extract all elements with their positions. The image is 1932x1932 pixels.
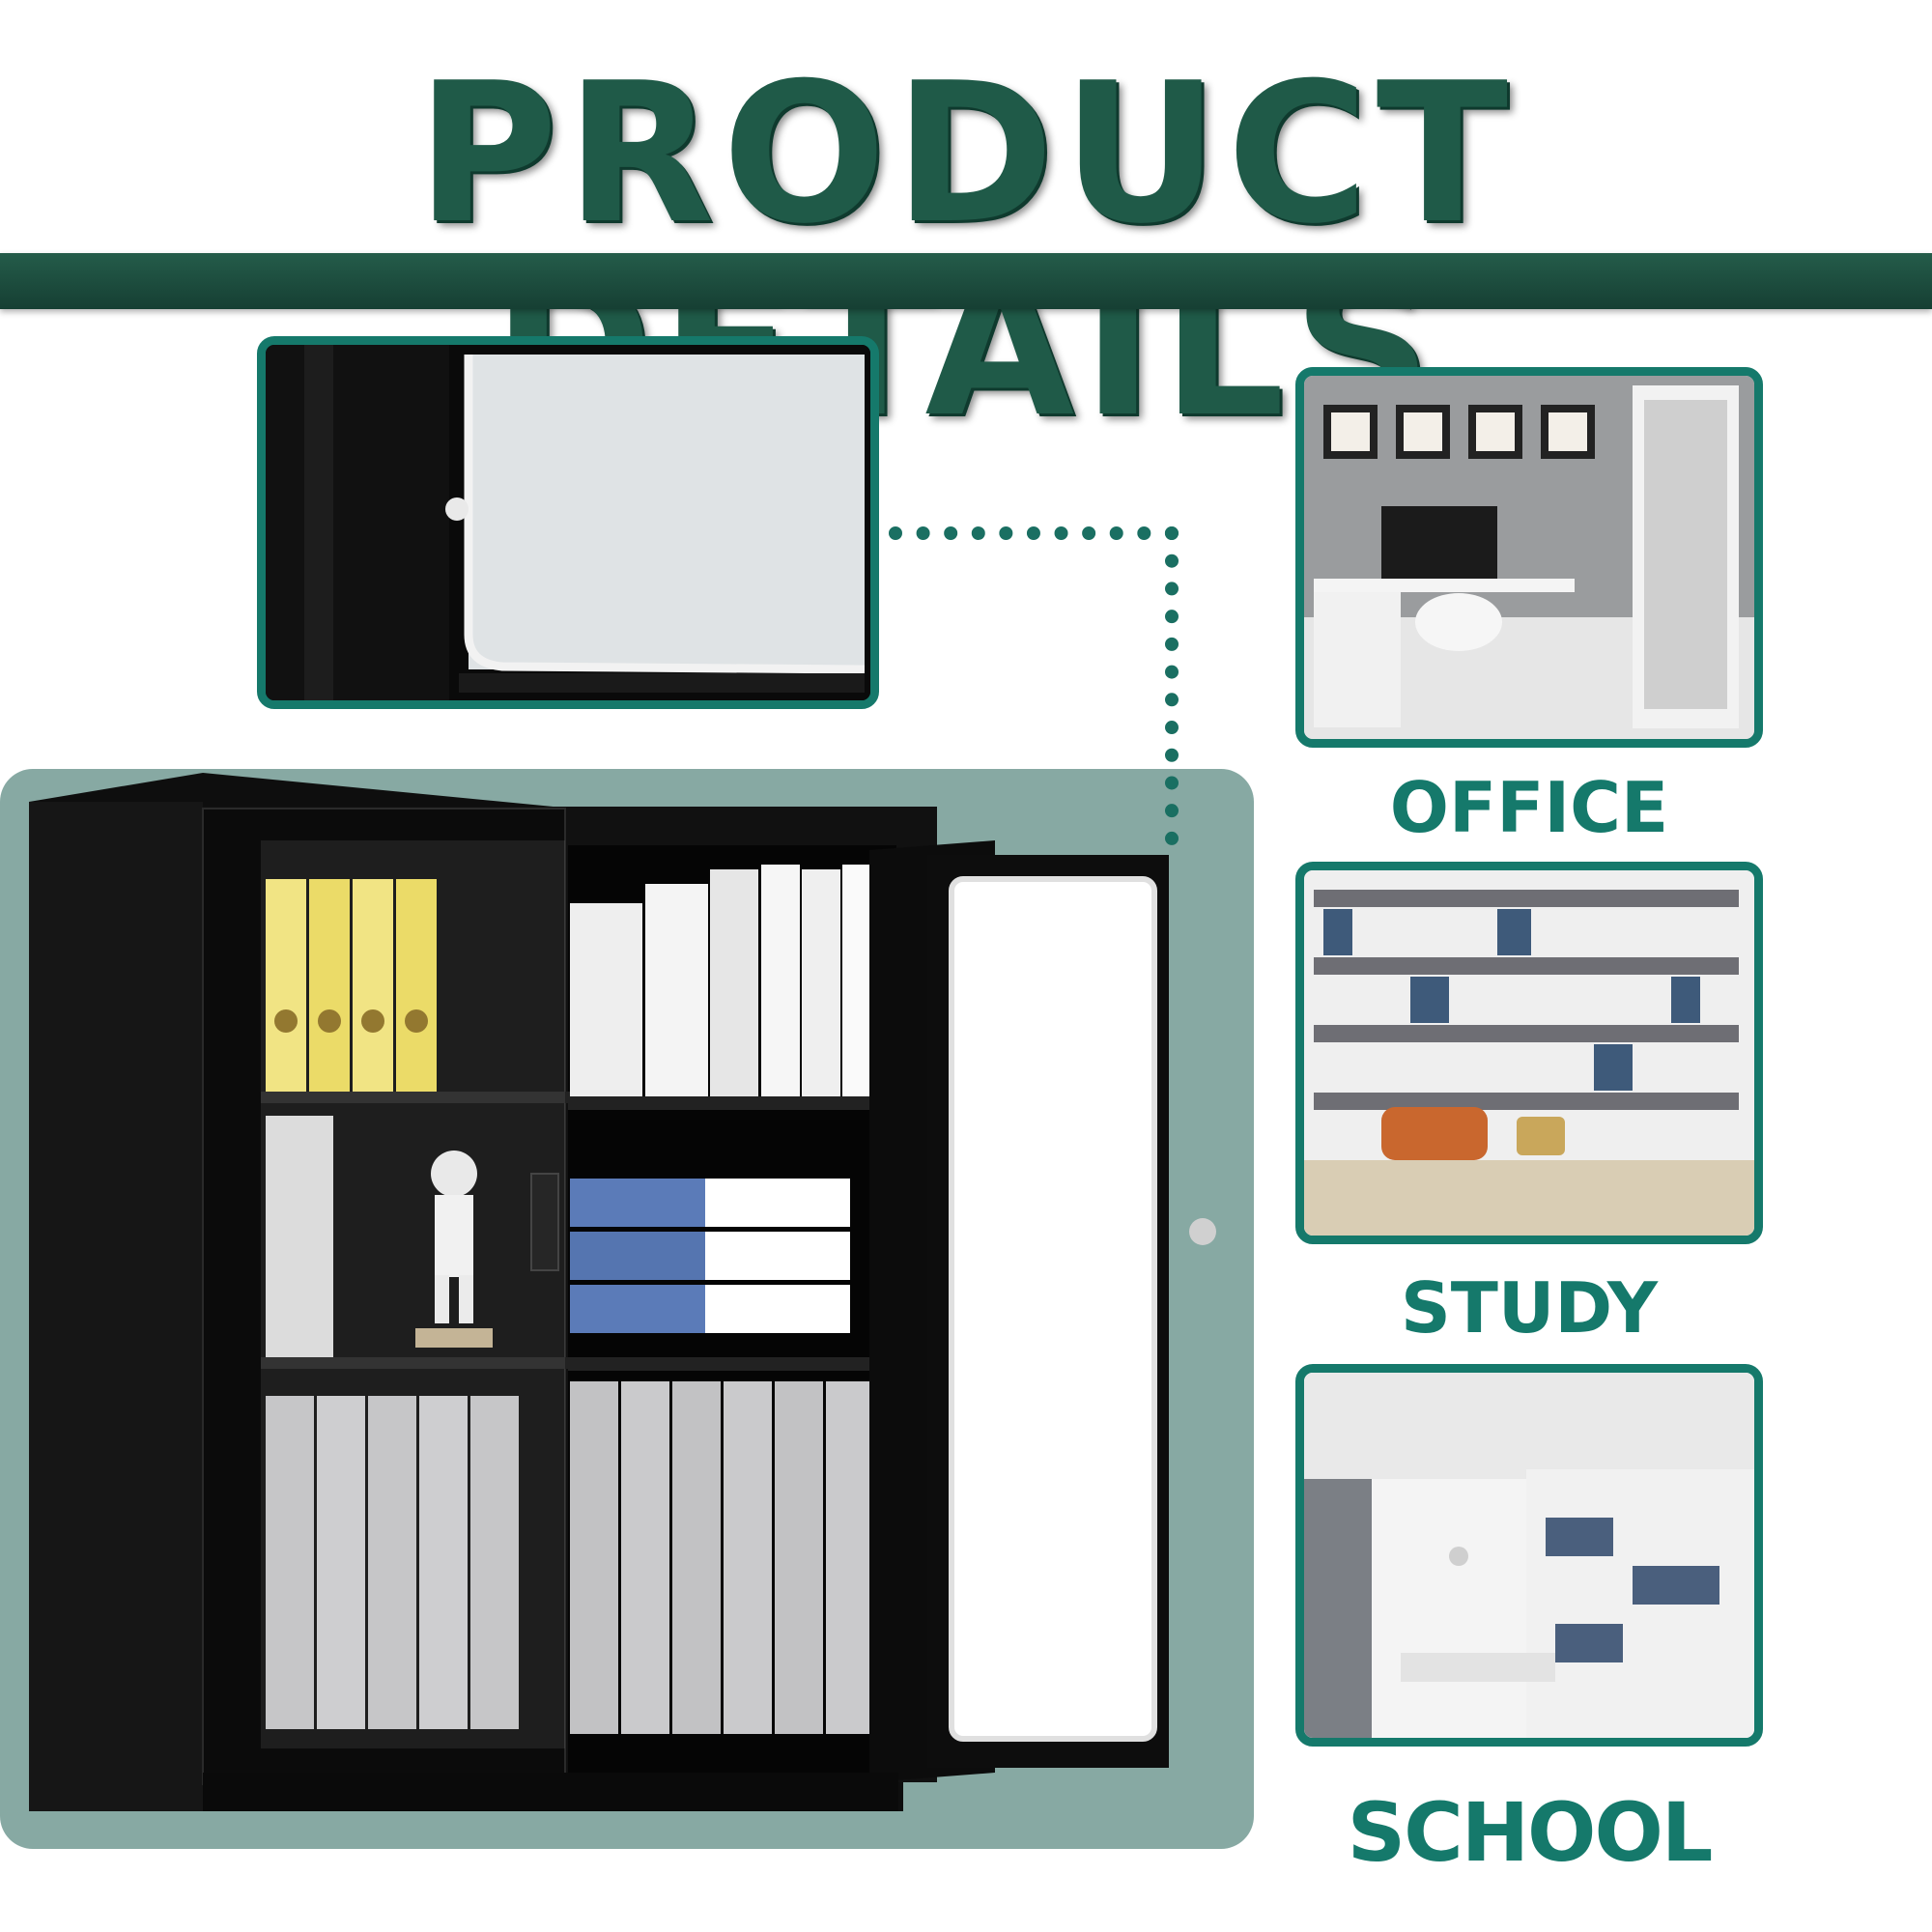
open-glass-door — [869, 840, 1216, 1782]
cabinet-illustration — [29, 773, 1216, 1811]
connector-dots-vertical — [1165, 526, 1179, 845]
study-scene-image — [1295, 862, 1763, 1244]
connector-dots-horizontal — [889, 526, 1179, 540]
grey-binders — [266, 1381, 874, 1734]
blue-binders — [570, 1179, 850, 1333]
yellow-binders — [266, 879, 437, 1092]
magazines — [266, 1116, 333, 1357]
school-label: SCHOOL — [1347, 1785, 1714, 1880]
office-scene-image — [1295, 367, 1763, 748]
door-handle — [530, 1173, 559, 1271]
glass-detail-zoom — [257, 336, 879, 709]
school-scene-image — [1295, 1364, 1763, 1747]
header-band — [0, 253, 1932, 309]
glass-door-closeup-image — [266, 345, 870, 700]
office-label: OFFICE — [1389, 767, 1669, 848]
astronaut-figurine — [415, 1151, 493, 1348]
study-label: STUDY — [1400, 1267, 1659, 1349]
